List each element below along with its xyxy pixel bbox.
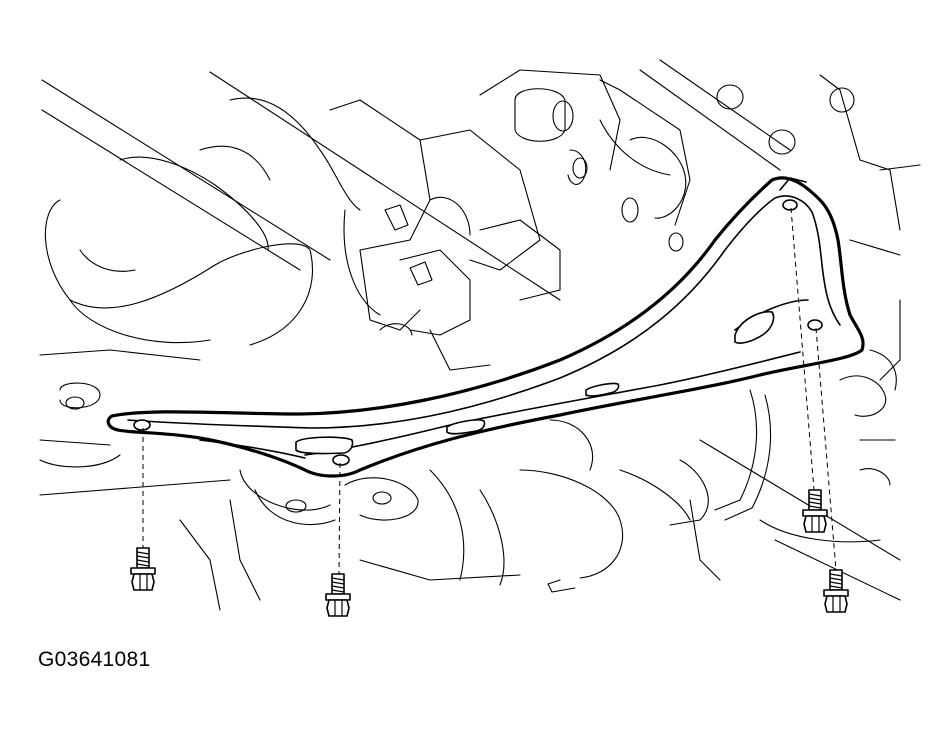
figure-code: G03641081 <box>38 648 151 671</box>
bolt-icon <box>130 547 156 591</box>
alignment-lines <box>142 207 837 575</box>
bolt-hole-4 <box>807 319 823 331</box>
bolt-hole-2 <box>332 454 350 466</box>
brace-slot-2 <box>446 419 486 435</box>
background-engine-linework <box>39 59 921 611</box>
engine-brace <box>106 176 865 478</box>
brace-slot-4 <box>734 310 775 344</box>
bolt-icon <box>325 573 351 617</box>
brace-slot-1 <box>295 436 354 455</box>
brace-slot-3 <box>585 382 620 397</box>
bolt-icon <box>802 489 828 533</box>
bolt-icon <box>823 569 849 613</box>
bolt-hole-3 <box>782 199 798 211</box>
bolt-hole-1 <box>133 419 151 431</box>
